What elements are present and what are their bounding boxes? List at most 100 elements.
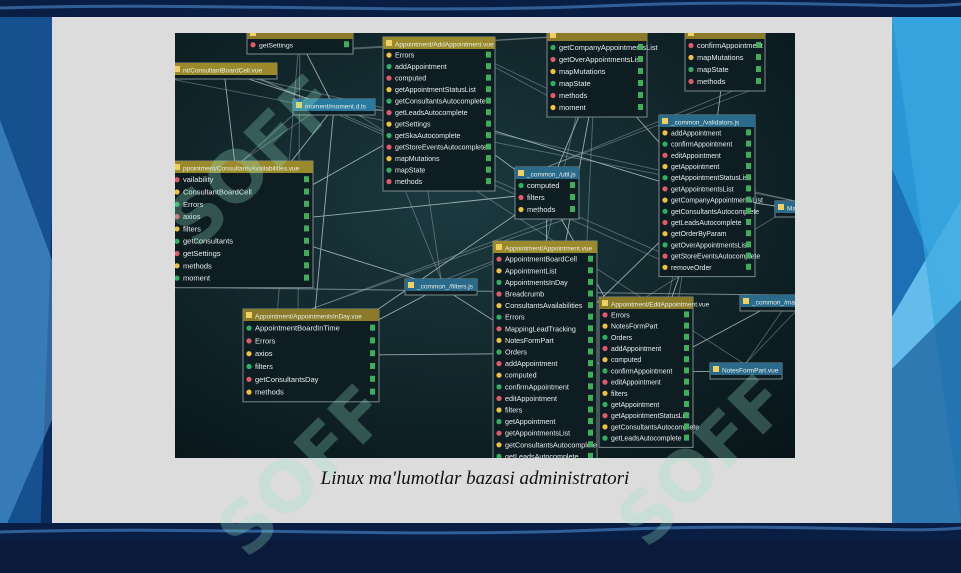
module-member-label: getStoreEventsAutocomplete — [671, 254, 760, 261]
module-member-label: addAppointment — [671, 130, 721, 137]
module-member-label: getSkaAutocomplete — [395, 132, 461, 140]
module-node-frame — [242, 308, 380, 403]
module-member-label: removeOrder — [671, 265, 712, 272]
member-icon — [386, 52, 392, 58]
member-status-icon — [486, 51, 491, 58]
graph-edge — [310, 218, 554, 310]
member-status-icon — [304, 250, 309, 257]
module-member-label: getStoreEventsAutocomplete — [395, 144, 487, 152]
member-status-icon — [304, 225, 309, 232]
member-status-icon — [304, 274, 309, 281]
member-status-icon — [588, 313, 593, 320]
member-icon — [518, 182, 524, 189]
member-status-icon — [746, 196, 751, 203]
member-icon — [250, 42, 256, 48]
module-member-label: methods — [395, 178, 423, 186]
file-icon — [662, 118, 668, 124]
module-member-label: Orders — [611, 335, 633, 342]
module-node: Appointment/AddAppointment.vueErrorsaddA… — [382, 36, 496, 192]
module-member-label: mapState — [697, 65, 729, 74]
member-icon — [246, 338, 252, 344]
member-status-icon — [486, 97, 491, 104]
member-icon — [688, 54, 694, 61]
graph-edge — [241, 114, 294, 162]
module-member-label: getCompanyAppointmentsList — [671, 198, 763, 205]
member-icon — [602, 345, 608, 352]
module-member-label: methods — [183, 261, 212, 270]
member-icon — [386, 167, 392, 173]
graph-edge — [745, 311, 795, 364]
member-status-icon — [588, 325, 593, 332]
member-status-icon — [486, 155, 491, 162]
file-icon — [778, 204, 784, 210]
module-node-header — [175, 63, 277, 75]
member-icon — [496, 268, 502, 274]
member-icon — [602, 435, 608, 441]
member-status-icon — [304, 200, 309, 207]
file-icon — [688, 33, 694, 36]
member-status-icon — [746, 207, 751, 214]
member-icon — [688, 78, 694, 85]
module-member-label: filters — [183, 224, 201, 233]
module-member-label: Errors — [611, 312, 630, 319]
member-icon — [662, 219, 668, 226]
member-icon — [602, 334, 608, 340]
member-icon — [518, 194, 524, 201]
module-member-label: getSettings — [183, 249, 221, 258]
member-icon — [386, 133, 392, 139]
module-member-label: getConsultantsAutocomplete — [611, 424, 699, 431]
graph-edge — [199, 287, 776, 296]
module-node: ppointment/ConsultantsAvailabilities.vue… — [175, 160, 314, 289]
file-icon — [550, 33, 556, 38]
module-node-frame — [684, 33, 766, 92]
member-icon — [496, 419, 502, 425]
member-status-icon — [638, 92, 643, 98]
member-status-icon — [684, 401, 689, 407]
member-status-icon — [746, 219, 751, 225]
module-member-label: mapMutations — [697, 53, 744, 62]
member-icon — [602, 312, 608, 318]
member-status-icon — [486, 86, 491, 93]
module-node-title: Appointment/AddAppointment.vue — [395, 42, 494, 49]
member-icon — [518, 206, 524, 213]
module-member-label: methods — [527, 205, 556, 214]
member-status-icon — [588, 348, 593, 355]
member-status-icon — [588, 360, 593, 367]
module-node-header — [659, 115, 755, 127]
module-member-label: Errors — [395, 52, 415, 60]
module-member-label: getAppointmentStatusList — [395, 86, 476, 94]
member-status-icon — [588, 418, 593, 425]
member-icon — [550, 56, 556, 63]
member-status-icon — [684, 356, 689, 363]
module-member-label: editAppointment — [671, 153, 721, 160]
module-member-label: Errors — [183, 200, 204, 209]
member-icon — [496, 372, 502, 378]
member-status-icon — [684, 378, 689, 385]
member-status-icon — [370, 375, 375, 382]
member-icon — [550, 44, 556, 51]
module-member-label: mapMutations — [559, 67, 606, 76]
module-member-label: MappingLeadTracking — [505, 324, 576, 333]
member-icon — [496, 303, 502, 309]
module-node: NotesFormPart.vue — [709, 362, 783, 380]
member-status-icon — [746, 185, 751, 192]
module-node-header — [599, 297, 693, 309]
module-node-title: Appointment/AppointmentsInDay.vue — [255, 314, 362, 321]
module-member-label: moment — [559, 103, 586, 112]
member-status-icon — [588, 394, 593, 401]
graph-edge — [546, 90, 750, 168]
member-icon — [175, 214, 180, 220]
member-icon — [386, 156, 392, 162]
member-icon — [602, 390, 608, 396]
member-icon — [386, 179, 392, 185]
module-member-label: AppointmentBoardInTime — [255, 324, 340, 333]
module-member-label: addAppointment — [611, 346, 661, 353]
module-member-label: AppointmentList — [505, 266, 557, 275]
member-status-icon — [638, 68, 643, 74]
module-member-label: filters — [611, 391, 628, 398]
member-status-icon — [684, 434, 689, 441]
module-member-label: methods — [559, 91, 588, 100]
member-icon — [175, 201, 180, 207]
member-status-icon — [638, 80, 643, 86]
member-icon — [246, 376, 252, 382]
